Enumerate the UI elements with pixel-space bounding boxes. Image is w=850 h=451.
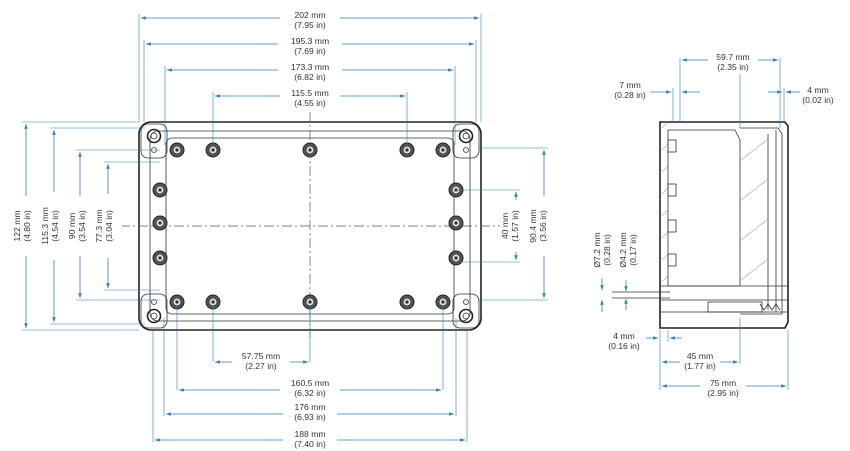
dim-body-width-mm: 115.3 mm <box>40 207 50 245</box>
screw-boss <box>205 142 221 158</box>
dim-screw-span-in: (6.82 in) <box>294 72 326 82</box>
dim-body-length-in: (7.69 in) <box>294 46 326 56</box>
dim-base-offset-in: (0.16 in) <box>608 341 640 351</box>
dim-hole-outer-mm: Ø7.2 mm <box>592 232 602 267</box>
screw-boss <box>435 142 451 158</box>
dim-screw-width-mm: 90 mm <box>67 213 77 239</box>
front-view: 202 mm (7.95 in) 195.3 mm (7.69 in) 173.… <box>10 10 557 450</box>
dim-hole-outer-in: (0.28 in) <box>602 234 612 266</box>
dim-boss-pitch-mm: 40 mm <box>500 213 510 239</box>
dim-screw-span-mm: 173.3 mm <box>291 62 329 72</box>
dim-wall-left-mm: 7 mm <box>619 80 640 90</box>
screw-boss <box>302 142 318 158</box>
dim-mount-span-mm: 176 mm <box>294 402 325 412</box>
dim-overall-length-in: (7.95 in) <box>294 20 326 30</box>
corner-lug-tl <box>140 123 168 159</box>
dim-inner-width-in: (3.04 in) <box>104 210 114 242</box>
screw-boss <box>435 294 451 310</box>
dim-offset-in: (2.27 in) <box>245 361 277 371</box>
dim-offset-mm: 57.75 mm <box>242 351 280 361</box>
dim-wall-right-mm: 4 mm <box>807 85 828 95</box>
side-outer-profile <box>659 121 789 329</box>
dim-mount-span-in: (6.93 in) <box>294 412 326 422</box>
dim-screw-width-in: (3.54 in) <box>77 210 87 242</box>
dim-hole-inner-in: (0.17 in) <box>628 234 638 266</box>
screw-boss <box>448 215 464 231</box>
side-lid-profile <box>740 127 783 315</box>
dim-body-length-mm: 195.3 mm <box>291 36 329 46</box>
side-view: 59.7 mm (2.35 in) 7 mm (0.28 in) 4 mm (0… <box>592 50 834 398</box>
dim-boss-span-mm: 160.5 mm <box>291 378 329 388</box>
dim-overall-depth-in: (2.95 in) <box>707 388 739 398</box>
dim-base-length-in: (7.40 in) <box>294 439 326 449</box>
corner-lug-br <box>452 293 480 329</box>
dim-base-offset-mm: 4 mm <box>613 331 634 341</box>
screw-boss <box>152 182 168 198</box>
dim-hole-inner-mm: Ø4.2 mm <box>618 232 628 267</box>
screw-boss <box>152 215 168 231</box>
dim-wall-right-in: (0.02 in) <box>802 95 834 105</box>
screw-boss <box>169 142 185 158</box>
dim-overall-width-mm: 122 mm <box>12 210 22 241</box>
dim-base-length-mm: 188 mm <box>294 429 325 439</box>
screw-boss <box>169 294 185 310</box>
dim-inner-width-mm: 77.3 mm <box>94 209 104 242</box>
corner-lug-bl <box>140 293 168 329</box>
dim-lid-depth-mm: 59.7 mm <box>716 52 749 62</box>
dim-boss-width-in: (3.56 in) <box>538 210 548 242</box>
dim-boss-span-in: (6.32 in) <box>294 388 326 398</box>
dim-inner-span-in: (4.55 in) <box>294 98 326 108</box>
screw-boss <box>399 142 415 158</box>
dim-base-depth-in: (1.77 in) <box>684 361 716 371</box>
screw-boss <box>152 250 168 266</box>
boss-group <box>152 142 464 310</box>
side-inner-wall <box>667 129 741 287</box>
dim-wall-left-in: (0.28 in) <box>614 90 646 100</box>
dim-overall-width-in: (4.80 in) <box>22 210 32 242</box>
dim-overall-length-mm: 202 mm <box>294 10 325 20</box>
dim-overall-depth-mm: 75 mm <box>710 378 736 388</box>
corner-lug-tr <box>452 123 480 159</box>
dim-base-depth-mm: 45 mm <box>687 351 713 361</box>
dim-boss-width-mm: 90.4 mm <box>528 209 538 242</box>
dim-lid-depth-in: (2.35 in) <box>717 62 749 72</box>
dim-boss-pitch-in: (1.57 in) <box>510 210 520 242</box>
screw-boss <box>448 250 464 266</box>
screw-boss <box>399 294 415 310</box>
screw-boss <box>205 294 221 310</box>
dim-body-width-in: (4.54 in) <box>50 210 60 242</box>
dim-inner-span-mm: 115.5 mm <box>291 88 329 98</box>
